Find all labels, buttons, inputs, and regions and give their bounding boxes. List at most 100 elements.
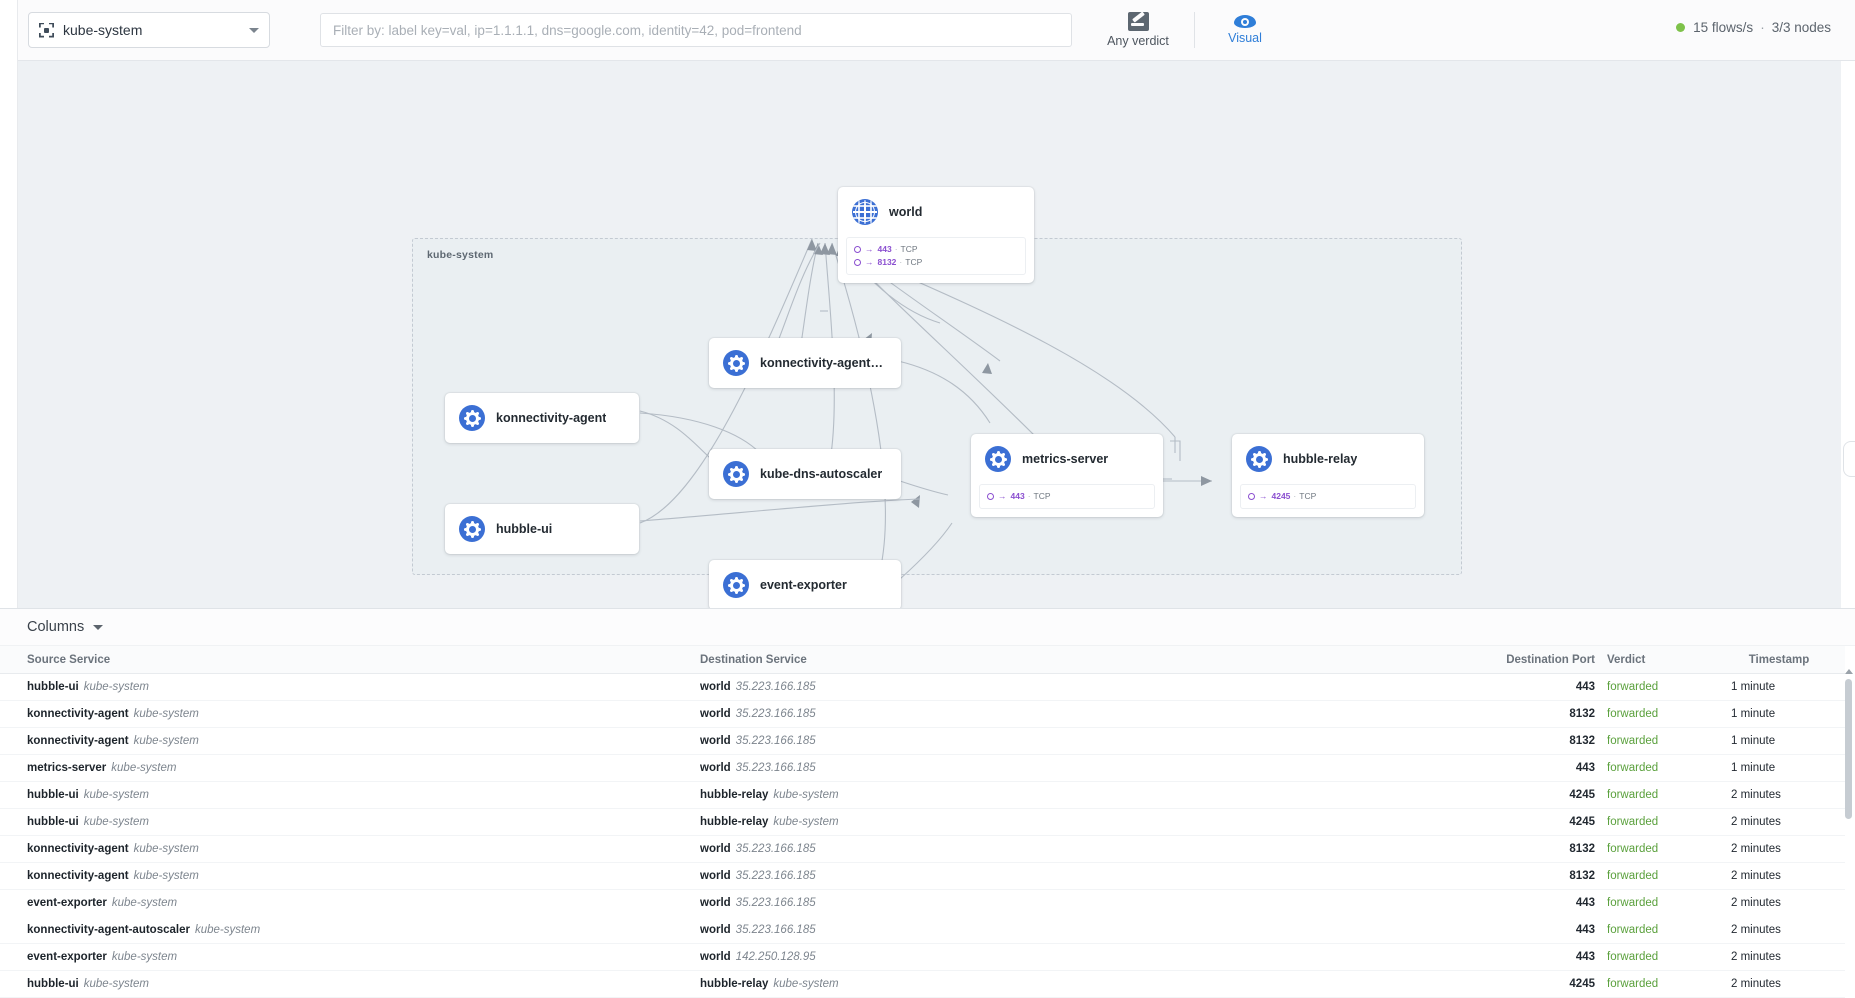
kubernetes-icon (723, 572, 749, 598)
column-header-destination-service[interactable]: Destination Service (700, 646, 1435, 674)
port-protocol: TCP (905, 257, 923, 267)
map-node-ports: → 4245 · TCP (1240, 484, 1416, 509)
destination-service-name: hubble-relay (700, 978, 769, 990)
map-node-title: hubble-relay (1283, 452, 1358, 466)
visual-toggle-button[interactable]: Visual (1202, 7, 1288, 53)
chevron-down-icon (249, 27, 259, 33)
columns-button[interactable]: Columns (27, 619, 104, 635)
column-header-verdict[interactable]: Verdict (1595, 646, 1713, 674)
destination-namespace: kube-system (773, 816, 839, 828)
port-separator: · (1293, 491, 1297, 501)
map-side-panel-handle[interactable] (1843, 441, 1855, 477)
map-node-header: konnectivity-agent (445, 393, 639, 443)
arrow-right-icon: → (865, 257, 874, 267)
map-node-ports: → 443 · TCP (979, 484, 1155, 509)
source-service-name: konnectivity-agent (27, 843, 129, 855)
source-namespace: kube-system (111, 951, 178, 963)
status-separator: · (1760, 20, 1765, 35)
namespace-selector[interactable]: kube-system (28, 12, 270, 48)
source-namespace: kube-system (133, 735, 199, 747)
map-node-world[interactable]: world → 443 · TCP → 8132 · TCP (838, 187, 1034, 283)
cell-timestamp: 2 minutes (1713, 808, 1845, 836)
map-node-hubble-ui[interactable]: hubble-ui (445, 504, 639, 554)
map-node-title: hubble-ui (496, 522, 553, 536)
table-scrollbar[interactable] (1845, 679, 1852, 819)
port-number: 443 (1010, 491, 1025, 501)
source-service-name: konnectivity-agent-autoscaler (27, 924, 190, 936)
map-node-event-exporter[interactable]: event-exporter (709, 560, 901, 608)
map-node-metrics-server[interactable]: metrics-server → 443 · TCP (971, 434, 1163, 517)
filter-input[interactable] (320, 13, 1072, 47)
source-service-name: konnectivity-agent (27, 708, 129, 720)
destination-service-name: world (700, 708, 731, 720)
port-circle-icon (1248, 493, 1255, 500)
column-header-destination-port[interactable]: Destination Port (1435, 646, 1595, 674)
status-dot-icon (1676, 23, 1686, 32)
map-node-title: world (889, 205, 923, 219)
kubernetes-icon (39, 22, 54, 38)
scroll-up-arrow-icon[interactable] (1845, 669, 1853, 674)
cell-destination-port: 443 (1435, 673, 1595, 701)
map-node-konnectivity-agent[interactable]: konnectivity-agent (445, 393, 639, 443)
service-map-canvas[interactable]: kube-system world → 443 · TCP → 8132 · T… (0, 61, 1855, 608)
map-node-hubble-relay[interactable]: hubble-relay → 4245 · TCP (1232, 434, 1424, 517)
port-separator: · (1027, 491, 1031, 501)
port-protocol: TCP (900, 244, 918, 254)
port-separator: · (894, 244, 898, 254)
source-service-name: konnectivity-agent (27, 735, 129, 747)
port-circle-icon (854, 246, 861, 253)
cell-destination-port: 4245 (1435, 781, 1595, 809)
source-namespace: kube-system (111, 897, 178, 909)
cell-verdict: forwarded (1595, 673, 1713, 701)
source-namespace: kube-system (133, 708, 199, 720)
kubernetes-icon (723, 461, 749, 487)
kubernetes-icon (459, 516, 485, 542)
columns-button-label: Columns (27, 619, 85, 635)
cell-verdict: forwarded (1595, 970, 1713, 998)
map-left-rail (0, 61, 18, 608)
nodes-count: 3/3 nodes (1771, 20, 1831, 35)
cell-destination-port: 4245 (1435, 808, 1595, 836)
port-circle-icon (854, 259, 861, 266)
destination-namespace: 35.223.166.185 (735, 870, 816, 882)
port-row: → 8132 · TCP (854, 256, 1018, 269)
cell-destination-port: 443 (1435, 916, 1595, 944)
source-namespace: kube-system (83, 978, 149, 990)
cell-verdict: forwarded (1595, 754, 1713, 782)
flows-rate: 15 flows/s (1693, 20, 1754, 35)
map-node-header: hubble-ui (445, 504, 639, 554)
arrow-right-icon: → (1259, 491, 1268, 501)
column-header-timestamp[interactable]: Timestamp (1713, 646, 1845, 674)
map-node-kube-dns-autoscaler[interactable]: kube-dns-autoscaler (709, 449, 901, 499)
flows-table: Source Service Destination Service Desti… (0, 646, 1845, 998)
cell-verdict: forwarded (1595, 727, 1713, 755)
kubernetes-icon (723, 350, 749, 376)
cell-verdict: forwarded (1595, 835, 1713, 863)
column-header-source-service[interactable]: Source Service (0, 646, 700, 674)
map-node-title: konnectivity-agent (496, 411, 607, 425)
port-protocol: TCP (1299, 491, 1317, 501)
cell-verdict: forwarded (1595, 916, 1713, 944)
map-node-konnectivity-agent-autoscaler[interactable]: konnectivity-agent-autosc… (709, 338, 901, 388)
source-namespace: kube-system (133, 843, 199, 855)
any-verdict-button[interactable]: Any verdict (1095, 7, 1181, 53)
